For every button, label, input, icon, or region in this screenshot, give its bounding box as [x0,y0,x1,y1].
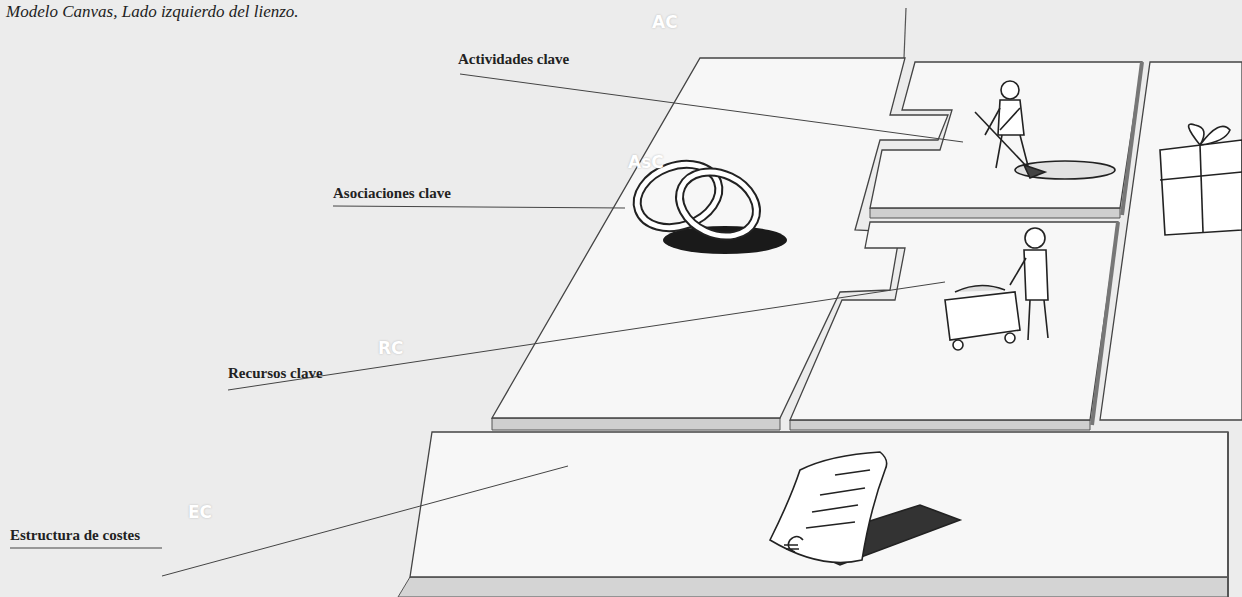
figure-title: Modelo Canvas, Lado izquierdo del lienzo… [6,2,299,22]
block-code: AsC [628,152,664,172]
block-label: Recursos clave [228,364,323,382]
block-label: Asociaciones clave [333,184,451,202]
block-code: EC [188,502,212,522]
block-label: Estructura de costes [10,526,140,544]
block-code: RC [378,338,404,358]
block-code: AC [652,12,678,32]
block-label: Actividades clave [458,50,569,68]
